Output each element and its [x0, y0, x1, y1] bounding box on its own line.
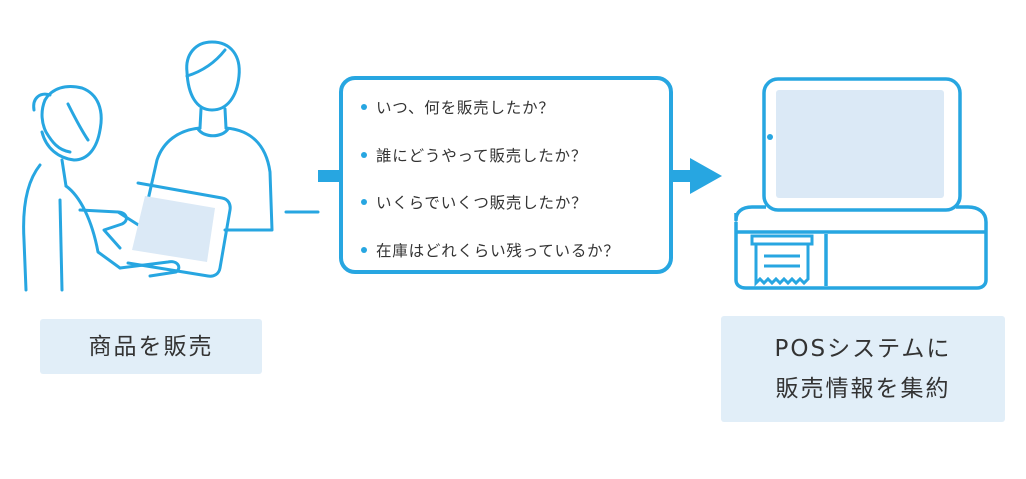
pos-aggregate-label: POSシステムに 販売情報を集約: [721, 316, 1005, 422]
customer-person-icon: [22, 85, 181, 292]
question-text: 在庫はどれくらい残っているか？: [376, 242, 620, 260]
tablet-icon: [126, 181, 232, 278]
pos-terminal-icon: [734, 77, 988, 290]
question-text: いつ、何を販売したか？: [376, 99, 555, 117]
pos-aggregate-label-line1: POSシステムに: [774, 336, 952, 362]
question-item: いくらでいくつ販売したか？: [361, 190, 587, 214]
bullet-icon: [361, 199, 367, 205]
question-item: 在庫はどれくらい残っているか？: [361, 238, 620, 262]
question-text: 誰にどうやって販売したか？: [376, 147, 588, 165]
staff-person-icon: [146, 40, 274, 232]
pos-aggregate-label-line2: 販売情報を集約: [775, 376, 951, 402]
question-box: いつ、何を販売したか？ 誰にどうやって販売したか？ いくらでいくつ販売したか？ …: [339, 76, 673, 274]
bullet-icon: [361, 247, 367, 253]
sell-products-label-text: 商品を販売: [88, 333, 214, 360]
receipt-icon: [750, 234, 814, 287]
sell-products-label: 商品を販売: [40, 319, 262, 374]
question-item: 誰にどうやって販売したか？: [361, 143, 587, 167]
bullet-icon: [361, 104, 367, 110]
arrow-right-icon: [318, 158, 722, 194]
question-text: いくらでいくつ販売したか？: [376, 194, 588, 212]
bullet-icon: [361, 152, 367, 158]
question-item: いつ、何を販売したか？: [361, 95, 555, 119]
